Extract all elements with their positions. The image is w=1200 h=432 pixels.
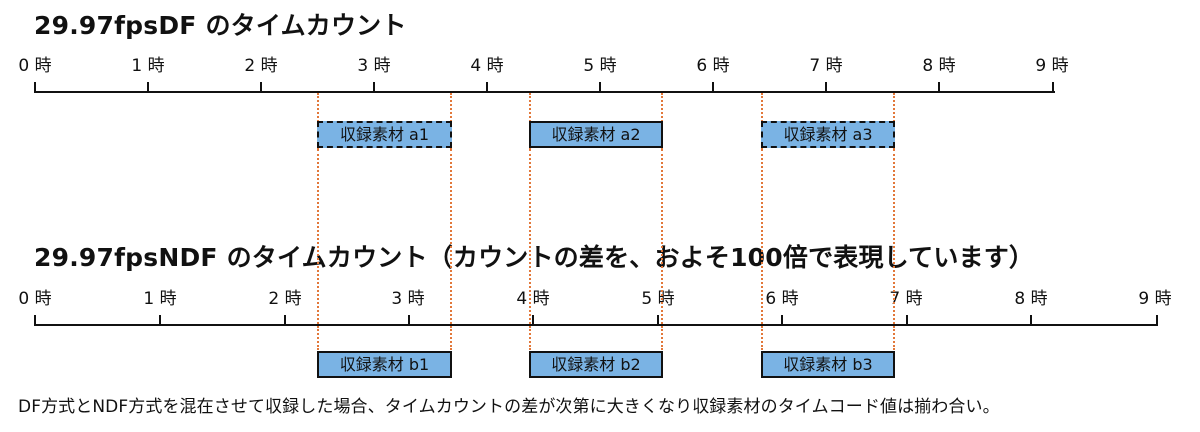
df-tick-label: 7 時 <box>809 56 843 76</box>
ndf-axis-line <box>34 324 1158 326</box>
clip-alignment-guide-line <box>529 149 531 324</box>
df-tick <box>1052 82 1054 91</box>
ndf-tick-label: 9 時 <box>1138 289 1172 309</box>
ndf-tick <box>1156 315 1158 324</box>
clip-a2: 収録素材 a2 <box>529 121 663 148</box>
clip-alignment-guide-line <box>450 149 452 324</box>
df-tick-label: 4 時 <box>470 56 504 76</box>
df-tick <box>599 82 601 91</box>
df-tick-label: 5 時 <box>583 56 617 76</box>
ndf-tick-label: 2 時 <box>268 289 302 309</box>
ndf-tick <box>159 315 161 324</box>
ndf-clip-guide-line <box>893 326 895 350</box>
clip-b1: 収録素材 b1 <box>317 351 452 378</box>
df-tick <box>373 82 375 91</box>
ndf-clip-guide-line <box>661 326 663 350</box>
ndf-tick <box>781 315 783 324</box>
ndf-tick-label: 7 時 <box>889 289 923 309</box>
df-tick-label: 9 時 <box>1035 56 1069 76</box>
ndf-tick-label: 4 時 <box>516 289 550 309</box>
ndf-tick <box>284 315 286 324</box>
ndf-clip-guide-line <box>761 326 763 350</box>
df-tick <box>34 82 36 91</box>
ndf-tick <box>657 315 659 324</box>
ndf-tick-label: 6 時 <box>765 289 799 309</box>
ndf-tick-label: 0 時 <box>18 289 52 309</box>
ndf-tick <box>906 315 908 324</box>
ndf-clip-guide-line <box>529 326 531 350</box>
clip-b3: 収録素材 b3 <box>761 351 895 378</box>
clip-alignment-guide-line <box>661 149 663 324</box>
clip-b2: 収録素材 b2 <box>529 351 663 378</box>
ndf-tick <box>532 315 534 324</box>
df-tick <box>486 82 488 91</box>
df-axis-line <box>34 91 1055 93</box>
clip-alignment-guide-line <box>893 149 895 324</box>
df-tick <box>712 82 714 91</box>
clip-a1: 収録素材 a1 <box>317 121 452 148</box>
caption: DF方式とNDF方式を混在させて収録した場合、タイムカウントの差が次第に大きくな… <box>18 397 1000 417</box>
ndf-tick-label: 1 時 <box>143 289 177 309</box>
clip-a3: 収録素材 a3 <box>761 121 895 148</box>
ndf-title: 29.97fpsNDF のタイムカウント（カウントの差を、およそ100倍で表現し… <box>34 243 1035 272</box>
ndf-tick <box>408 315 410 324</box>
df-tick-label: 2 時 <box>244 56 278 76</box>
ndf-tick-label: 5 時 <box>641 289 675 309</box>
df-tick-label: 8 時 <box>922 56 956 76</box>
clip-alignment-guide-line <box>317 149 319 324</box>
ndf-tick <box>34 315 36 324</box>
df-tick <box>147 82 149 91</box>
ndf-clip-guide-line <box>317 326 319 350</box>
ndf-tick-label: 3 時 <box>391 289 425 309</box>
df-tick-label: 6 時 <box>696 56 730 76</box>
df-tick <box>260 82 262 91</box>
df-tick-label: 1 時 <box>131 56 165 76</box>
ndf-tick <box>1030 315 1032 324</box>
ndf-tick-label: 8 時 <box>1014 289 1048 309</box>
ndf-clip-guide-line <box>450 326 452 350</box>
df-tick <box>825 82 827 91</box>
df-tick <box>938 82 940 91</box>
clip-alignment-guide-line <box>761 149 763 324</box>
df-title: 29.97fpsDF のタイムカウント <box>34 11 407 40</box>
df-tick-label: 3 時 <box>357 56 391 76</box>
df-tick-label: 0 時 <box>18 56 52 76</box>
